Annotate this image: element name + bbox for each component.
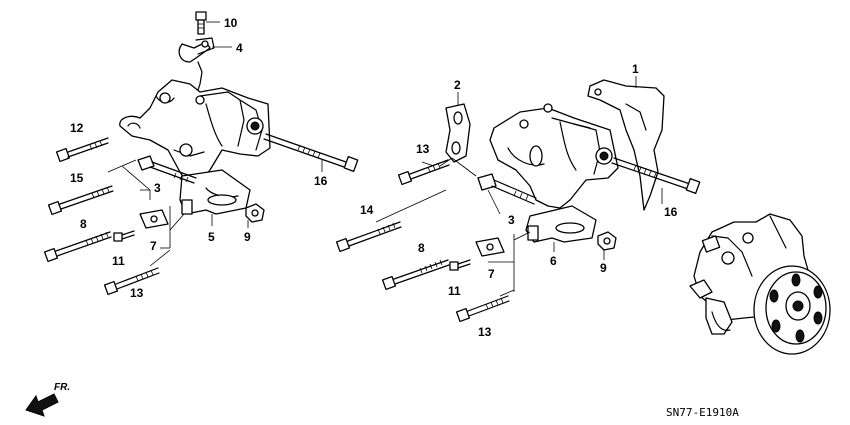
bolt-11-left[interactable] <box>113 230 135 242</box>
callout-1: 1 <box>632 62 639 76</box>
bolt-13-left[interactable] <box>103 267 160 296</box>
callout-8-right: 8 <box>418 241 425 255</box>
callout-5: 5 <box>208 230 215 244</box>
callout-4: 4 <box>236 41 243 55</box>
plate-2[interactable] <box>445 103 471 163</box>
bolt-8-right[interactable] <box>381 259 450 291</box>
nut-9-left[interactable] <box>245 203 265 223</box>
right-bracket-assembly: 1 2 13 14 3 8 7 11 13 6 9 16 <box>335 62 701 339</box>
callout-10: 10 <box>224 16 238 30</box>
front-direction-arrow: FR. <box>25 382 70 417</box>
bolt-11-right[interactable] <box>449 259 471 271</box>
bolt-14[interactable] <box>335 221 402 253</box>
callout-3-left: 3 <box>154 181 161 195</box>
bolt-3-left[interactable] <box>137 155 197 184</box>
bolt-12[interactable] <box>55 137 109 163</box>
bolt-3-right[interactable] <box>477 173 537 205</box>
shield-1[interactable] <box>587 79 665 211</box>
leader-lines-right <box>375 76 663 297</box>
leader-lines-left <box>107 21 323 267</box>
bolt-16-right[interactable] <box>611 157 701 194</box>
callout-11-right: 11 <box>448 284 461 298</box>
callout-13-right-top: 13 <box>416 142 430 156</box>
callout-15: 15 <box>70 171 84 185</box>
plate-7-left[interactable] <box>139 209 169 229</box>
upper-bracket-right[interactable] <box>489 103 619 209</box>
nut-9-right[interactable] <box>597 231 617 251</box>
callout-14: 14 <box>360 203 374 217</box>
clamp-4[interactable] <box>178 37 215 63</box>
callout-7-right: 7 <box>488 267 495 281</box>
left-bracket-assembly: 10 4 12 3 15 8 7 11 13 5 9 16 <box>43 11 359 300</box>
callout-16-left: 16 <box>314 174 328 188</box>
bolt-13-right-bottom[interactable] <box>455 295 510 323</box>
bolt-16-left[interactable] <box>263 133 359 172</box>
callout-8-left: 8 <box>80 217 87 231</box>
bolt-15[interactable] <box>47 185 114 216</box>
callout-16-right: 16 <box>664 205 678 219</box>
callout-11-left: 11 <box>112 254 125 268</box>
callout-9-right: 9 <box>600 261 607 275</box>
bolt-8-left[interactable] <box>43 231 112 263</box>
callout-13-left: 13 <box>130 286 144 300</box>
upper-bracket-left[interactable] <box>119 79 271 185</box>
bolt-13-right-top[interactable] <box>397 159 450 186</box>
callout-12: 12 <box>70 121 84 135</box>
callout-7-left: 7 <box>150 239 157 253</box>
bolt-10[interactable] <box>195 11 207 35</box>
bracket-5[interactable] <box>179 169 251 215</box>
bracket-6[interactable] <box>525 205 597 243</box>
callout-13-right-bottom: 13 <box>478 325 492 339</box>
callout-2: 2 <box>454 78 461 92</box>
diagram-code: SN77-E1910A <box>666 406 739 419</box>
direction-label: FR. <box>54 382 70 393</box>
plate-7-right[interactable] <box>475 237 505 257</box>
callout-6: 6 <box>550 254 557 268</box>
callout-9-left: 9 <box>244 230 251 244</box>
callout-3-right: 3 <box>508 213 515 227</box>
power-steering-pump[interactable] <box>689 213 831 355</box>
